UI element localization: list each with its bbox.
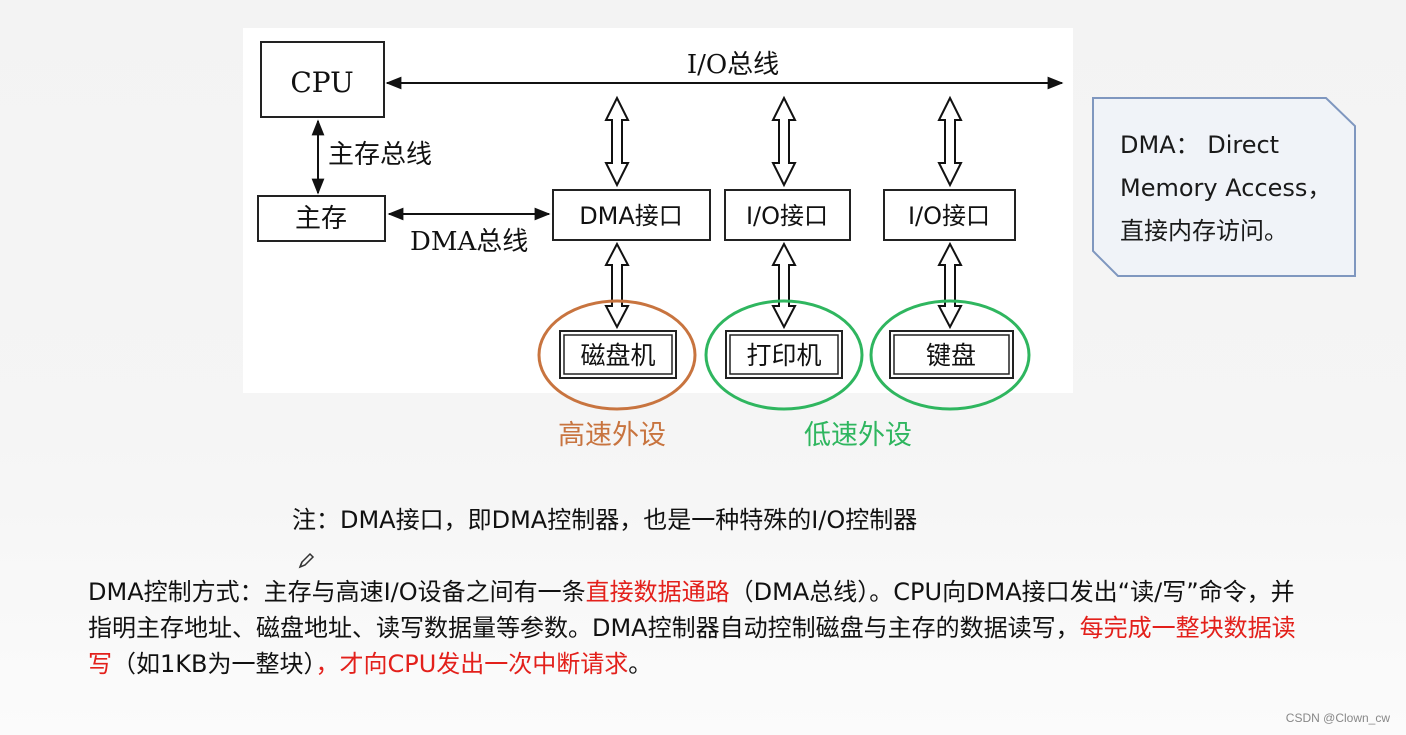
para-highlight-block: 每完成一整块数据读写 [88, 614, 1296, 678]
callout-box [1092, 97, 1356, 277]
watermark: CSDN @Clown_cw [1285, 711, 1390, 725]
para-highlight-interrupt: ，才向CPU发出一次中断请求 [315, 650, 629, 678]
callout-text: DMA： Direct Memory Access， 直接内存访问。 [1120, 131, 1332, 245]
description-paragraph: DMA控制方式：主存与高速I/O设备之间有一条直接数据通路（DMA总线）。CPU… [88, 574, 1318, 682]
para-text-1: DMA控制方式：主存与高速I/O设备之间有一条 [88, 578, 586, 606]
note-text: 注：DMA接口，即DMA控制器，也是一种特殊的I/O控制器 [292, 506, 918, 534]
low-speed-label: 低速外设 [804, 420, 912, 451]
diagram-panel [243, 28, 1073, 393]
pencil-icon [298, 552, 315, 569]
para-text-2: （DMA总线）。CPU向DMA接口发出“读/写”命令，并指明主存地址、磁盘地址、… [88, 578, 1295, 642]
para-highlight-direct-path: 直接数据通路 [585, 578, 730, 606]
para-text-3: （如1KB为一整块） [112, 650, 316, 678]
para-text-4: 。 [628, 650, 653, 678]
high-speed-label: 高速外设 [558, 420, 666, 451]
